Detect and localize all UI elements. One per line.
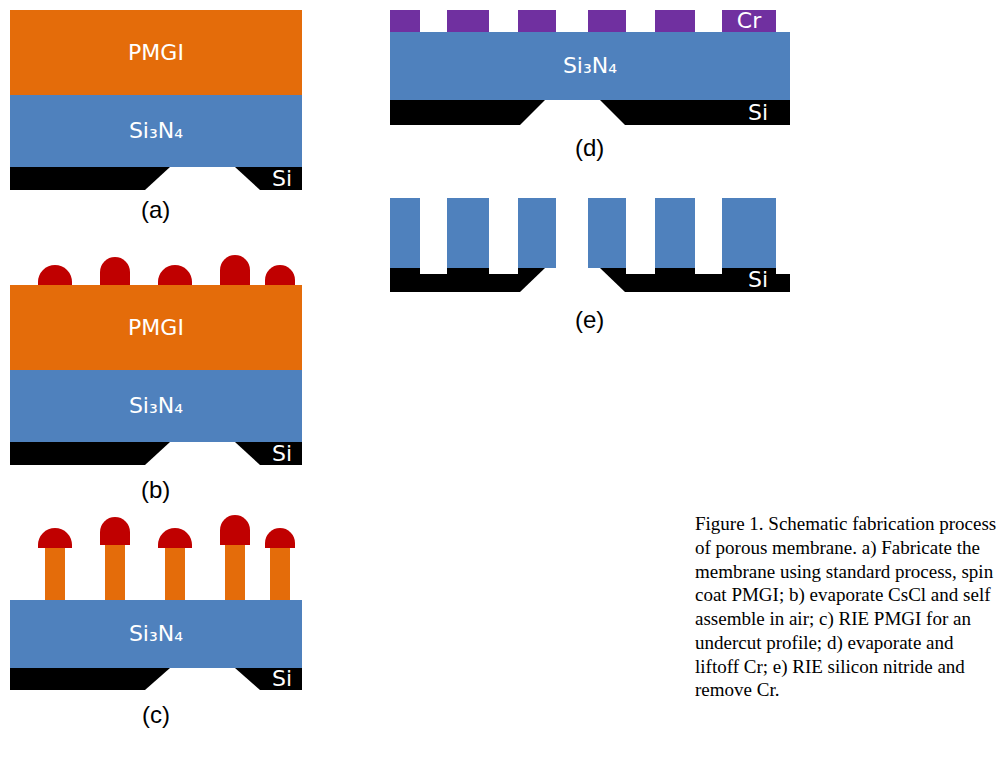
nitride-layer-label: Si₃N₄ (129, 395, 183, 417)
silicon-substrate (10, 167, 170, 190)
chromium-mask (655, 10, 695, 32)
nitride-layer (390, 198, 790, 268)
panel-letter: (a) (141, 198, 170, 222)
silicon-substrate (390, 100, 545, 125)
nitride-layer-label: Si₃N₄ (129, 120, 183, 142)
layer-band: Si (262, 668, 302, 690)
silicon-substrate (235, 668, 302, 690)
nitride-layer (10, 600, 302, 668)
pmgi-pillar (225, 540, 245, 600)
cscl-cap (158, 528, 192, 548)
layer-band: Si (262, 167, 302, 190)
panel-letter: (b) (141, 478, 170, 502)
silicon-substrate (600, 100, 790, 125)
silicon-label: Si (748, 269, 768, 291)
layer-band: PMGI (10, 285, 302, 370)
chromium-mask (390, 10, 420, 32)
layer-band: Si₃N₄ (390, 32, 790, 100)
pmgi-layer-label: PMGI (128, 317, 184, 339)
chromium-mask (518, 10, 556, 32)
panel-letter: (e) (575, 308, 604, 332)
cscl-island (220, 255, 250, 285)
membrane-pore (626, 198, 655, 274)
layer-band: Si (730, 100, 786, 125)
cscl-island (100, 257, 130, 285)
nitride-layer-label: Si₃N₄ (129, 623, 183, 645)
membrane-pore (556, 198, 588, 274)
figure-caption: Figure 1. Schematic fabrication process … (695, 512, 1001, 702)
nitride-layer (10, 370, 302, 442)
pmgi-layer (10, 10, 302, 95)
silicon-substrate (235, 442, 302, 465)
layer-band: Cr (722, 10, 776, 32)
panel-letter: (c) (142, 703, 170, 727)
nitride-layer (10, 95, 302, 167)
membrane-pore (776, 198, 790, 274)
silicon-label: Si (272, 668, 292, 690)
chromium-mask (722, 10, 776, 32)
silicon-label: Si (272, 443, 292, 465)
silicon-label: Si (748, 102, 768, 124)
pmgi-pillar (270, 545, 290, 600)
pmgi-layer-label: PMGI (128, 42, 184, 64)
cscl-cap (100, 517, 130, 545)
nitride-layer-label: Si₃N₄ (563, 55, 617, 77)
pmgi-pillar (105, 540, 125, 600)
chromium-label: Cr (737, 10, 761, 32)
membrane-pore (420, 198, 447, 274)
chromium-mask (447, 10, 489, 32)
layer-band: Si (730, 268, 786, 292)
silicon-label: Si (272, 168, 292, 190)
panel-letter: (d) (575, 136, 604, 160)
cscl-island (38, 265, 72, 285)
pmgi-layer (10, 285, 302, 370)
cscl-cap (220, 515, 250, 545)
layer-band: Si₃N₄ (10, 370, 302, 442)
membrane-pore (489, 198, 518, 274)
membrane-pore (695, 198, 722, 274)
silicon-substrate (390, 268, 545, 292)
cscl-island (158, 265, 192, 285)
pmgi-pillar (165, 545, 185, 600)
silicon-substrate (235, 167, 302, 190)
chromium-mask (588, 10, 626, 32)
layer-band: Si (262, 442, 302, 465)
layer-band: PMGI (10, 10, 302, 95)
layer-band: Si₃N₄ (10, 95, 302, 167)
cscl-island (265, 265, 295, 285)
pmgi-pillar (45, 545, 65, 600)
silicon-substrate (10, 442, 170, 465)
cscl-cap (38, 528, 72, 548)
nitride-layer (390, 32, 790, 100)
silicon-substrate (10, 668, 170, 690)
cscl-cap (265, 528, 295, 548)
layer-band: Si₃N₄ (10, 600, 302, 668)
